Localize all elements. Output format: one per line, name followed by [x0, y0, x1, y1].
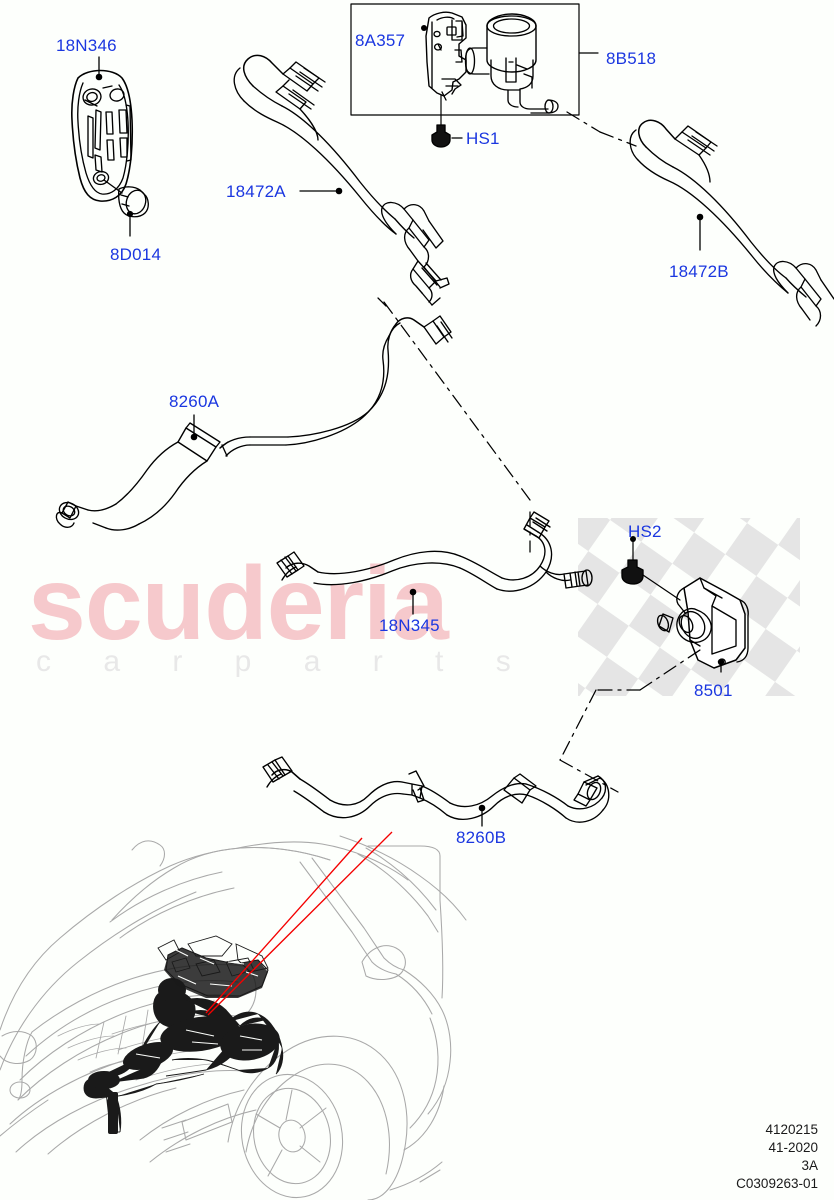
callout-18472B[interactable]: 18472B [669, 262, 729, 281]
callout-8260A[interactable]: 8260A [169, 392, 220, 411]
part-8D014-grommet [103, 179, 149, 237]
part-8501-pump [656, 577, 749, 673]
part-HS2-screw [621, 536, 681, 601]
footer-line-4: C0309263-01 [736, 1176, 818, 1191]
callout-18N345[interactable]: 18N345 [379, 616, 440, 635]
footer-reference-block: 4120215 41-2020 3A C0309263-01 [684, 1122, 818, 1191]
callout-8260B[interactable]: 8260B [456, 828, 507, 847]
inset-box [350, 3, 580, 116]
callout-8B518[interactable]: 8B518 [606, 49, 657, 68]
part-18N346-bracket [71, 56, 134, 202]
callout-8D014[interactable]: 8D014 [110, 245, 162, 264]
footer-line-2: 41-2020 [768, 1140, 818, 1155]
callout-8501[interactable]: 8501 [694, 681, 733, 700]
part-8B518-pump [464, 13, 559, 114]
callout-18N346[interactable]: 18N346 [56, 36, 117, 55]
highlight-leader-lines [205, 831, 393, 1016]
part-18472A-hose [233, 54, 450, 306]
callout-8A357[interactable]: 8A357 [355, 31, 406, 50]
watermark-secondary: c a r p a r t s [36, 645, 533, 678]
callout-18472A[interactable]: 18472A [226, 182, 286, 201]
part-18N345-hose [276, 511, 593, 615]
callout-HS1[interactable]: HS1 [466, 129, 500, 148]
part-HS1-screw [431, 94, 463, 148]
part-8260A-hose [55, 315, 453, 531]
part-18472B-hose [629, 119, 834, 327]
assembly-reference-lines [383, 111, 701, 793]
part-8A357-bracket [421, 11, 467, 101]
callout-HS2[interactable]: HS2 [628, 522, 662, 541]
part-8260B-hose [262, 756, 610, 827]
footer-line-3: 3A [801, 1158, 818, 1173]
footer-line-1: 4120215 [765, 1122, 818, 1137]
